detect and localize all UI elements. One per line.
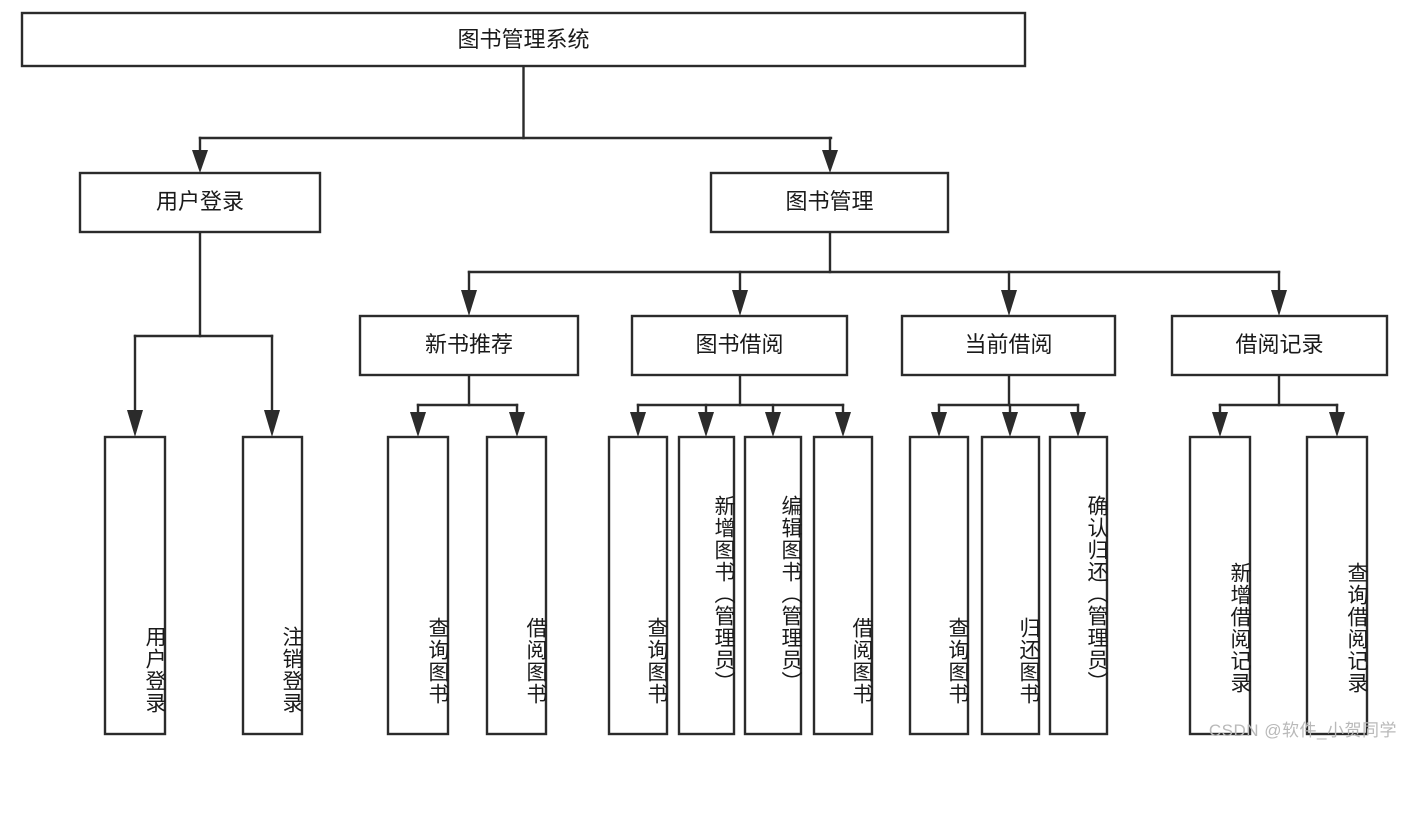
leaf-box-borrow-book[interactable] (812, 435, 874, 736)
node-new-book-recommend-label: 新书推荐 (425, 332, 513, 357)
arrow-to-current-borrow (1001, 290, 1017, 316)
arrow-leaf-return-book (1002, 412, 1018, 437)
arrow-leaf-user-login (127, 410, 143, 437)
node-borrow-record-label: 借阅记录 (1235, 332, 1323, 357)
leaf-box-edit-book-admin[interactable] (743, 435, 803, 736)
leaf-box-query-book-current[interactable] (908, 435, 970, 736)
node-book-management-box[interactable] (709, 171, 950, 234)
arrow-to-book-borrow (732, 290, 748, 316)
arrow-to-book-mgmt (822, 150, 838, 173)
leaf-box-query-book-rec[interactable] (386, 435, 450, 736)
leaf-box-query-borrow-record[interactable] (1305, 435, 1369, 736)
node-root-label: 图书管理系统 (457, 27, 589, 52)
arrow-leaf-query-book-c (931, 412, 947, 437)
node-current-borrow-box[interactable] (900, 314, 1117, 377)
leaf-box-add-borrow-record[interactable] (1188, 435, 1252, 736)
node-current-borrow-label: 当前借阅 (964, 332, 1052, 357)
node-borrow-record-box[interactable] (1170, 314, 1389, 377)
arrow-leaf-query-record (1329, 412, 1345, 437)
arrow-leaf-borrow-book-b (835, 412, 851, 437)
leaf-box-add-book-admin[interactable] (677, 435, 736, 736)
arrow-leaf-query-book-a (410, 412, 426, 437)
node-root-box[interactable] (20, 11, 1027, 68)
node-layer: 图书管理系统 用户登录 图书管理 新书推荐 图书借阅 当前借阅 借阅记录 (20, 11, 1389, 736)
arrow-to-borrow-record (1271, 290, 1287, 316)
arrow-leaf-add-record (1212, 412, 1228, 437)
watermark-text: CSDN @软件_小贺同学 (1208, 721, 1397, 740)
arrow-leaf-query-book-b (630, 412, 646, 437)
node-book-borrow-label: 图书借阅 (695, 332, 783, 357)
leaf-box-confirm-return-admin[interactable] (1048, 435, 1109, 736)
node-user-login-box[interactable] (78, 171, 322, 234)
leaf-box-return-book[interactable] (980, 435, 1041, 736)
connector-layer (127, 64, 1345, 437)
arrow-to-new-book-rec (461, 290, 477, 316)
arrow-leaf-borrow-book-a (509, 412, 525, 437)
node-new-book-recommend-box[interactable] (358, 314, 580, 377)
leaf-box-logout[interactable] (241, 435, 304, 736)
arrow-leaf-logout (264, 410, 280, 437)
leaf-box-borrow-book-rec[interactable] (485, 435, 548, 736)
arrow-leaf-confirm-return (1070, 412, 1086, 437)
node-book-borrow-box[interactable] (630, 314, 849, 377)
node-user-login-label: 用户登录 (156, 189, 244, 214)
hierarchy-diagram-svg: 图书管理系统 用户登录 图书管理 新书推荐 图书借阅 当前借阅 借阅记录 (20, 11, 1389, 736)
leaf-box-query-book-borrow[interactable] (607, 435, 669, 736)
node-book-management-label: 图书管理 (785, 189, 873, 214)
leaf-box-user-login[interactable] (103, 435, 167, 736)
arrow-leaf-edit-book (765, 412, 781, 437)
arrow-leaf-add-book (698, 412, 714, 437)
arrow-to-user-login (192, 150, 208, 173)
diagram-canvas: 图书管理系统 用户登录 图书管理 新书推荐 图书借阅 当前借阅 借阅记录 (20, 11, 1397, 740)
